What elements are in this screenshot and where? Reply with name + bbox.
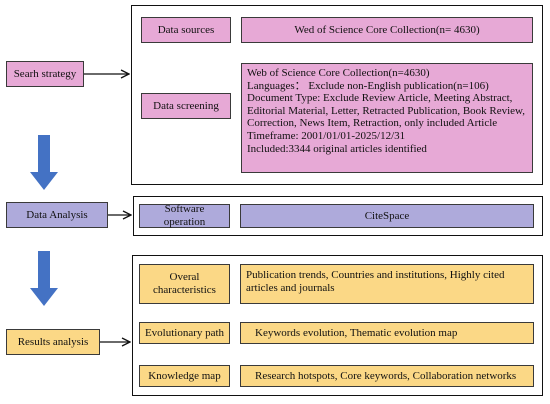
search-strategy-box: Searh strategy [6, 61, 84, 87]
screening-line: Document Type: Exclude Review Article, M… [247, 92, 526, 130]
knowledge-map-box: Knowledge map [139, 365, 230, 387]
down-arrow-strategy-to-analysis [30, 135, 58, 190]
evolutionary-path-box: Evolutionary path [139, 322, 230, 344]
data-analysis-frame [133, 196, 543, 236]
results-analysis-box: Results analysis [6, 329, 100, 355]
screening-line: Included:3344 original articles identifi… [247, 142, 427, 155]
screening-line: Web of Science Core Collection(n=4630) [247, 67, 430, 79]
citespace-box: CiteSpace [240, 204, 534, 228]
search-strategy-frame [131, 5, 543, 185]
knowledge-map-value-box: Research hotspots, Core keywords, Collab… [240, 365, 534, 387]
overall-characteristics-box: Overal characteristics [139, 264, 230, 304]
screening-line: Languages： Exclude non-English publicati… [247, 79, 489, 92]
data-screening-detail-box: Web of Science Core Collection(n=4630) L… [241, 63, 533, 173]
data-sources-box: Data sources [141, 17, 231, 43]
down-arrow-analysis-to-results [30, 251, 58, 306]
overall-characteristics-value-box: Publication trends, Countries and instit… [240, 264, 534, 304]
evolutionary-path-value-box: Keywords evolution, Thematic evolution m… [240, 322, 534, 344]
data-sources-value-box: Wed of Science Core Collection(n= 4630) [241, 17, 533, 43]
data-screening-box: Data screening [141, 93, 231, 119]
results-analysis-frame [132, 255, 543, 396]
software-operation-box: Software operation [139, 203, 230, 228]
screening-line: Timeframe: 2001/01/01-2025/12/31 [247, 129, 406, 142]
data-analysis-box: Data Analysis [6, 202, 108, 228]
